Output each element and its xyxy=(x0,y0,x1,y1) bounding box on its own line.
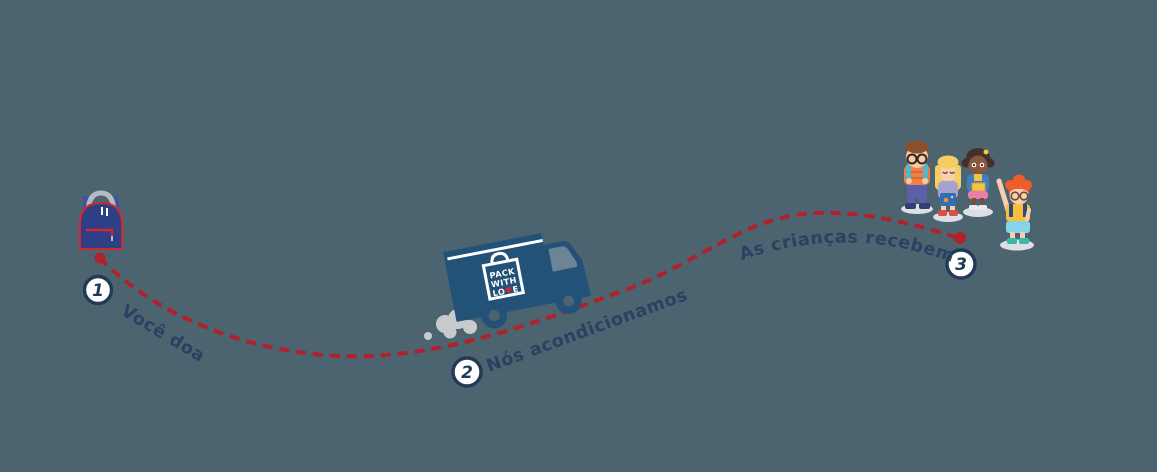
step-1-number: 1 xyxy=(92,281,104,301)
step-1-label: Você doa xyxy=(117,301,208,367)
step-3-badge xyxy=(945,248,977,280)
truck-box-stripe xyxy=(447,238,543,261)
ground-shadow xyxy=(963,207,993,217)
child-boy-waving-icon xyxy=(996,174,1034,251)
children-group xyxy=(901,140,1034,251)
truck-wheel-front-hub xyxy=(563,295,575,307)
backpack-icon xyxy=(79,190,123,250)
path-end-dot xyxy=(954,232,966,244)
backpack-pocket-line xyxy=(86,228,114,236)
donation-journey-path xyxy=(98,210,959,359)
ground-shadow xyxy=(933,212,963,222)
step-3-label: As crianças recebem xyxy=(737,227,957,266)
truck-logo-line1: PACK xyxy=(489,266,516,281)
child-boy-glasses-icon xyxy=(901,140,933,214)
step-3-number: 3 xyxy=(955,255,967,275)
truck-logo-line3: LO♥E xyxy=(492,283,520,298)
child-girl-book-icon xyxy=(961,148,995,217)
step-2-number: 2 xyxy=(461,363,473,383)
step-2-badge xyxy=(451,356,483,388)
bag-logo-icon: PACK WITH LO♥E xyxy=(481,251,526,301)
child-girl-blonde-icon xyxy=(933,155,963,222)
step-1-badge xyxy=(82,274,114,306)
path-start-dot xyxy=(94,252,106,264)
glasses-icon xyxy=(1019,191,1029,201)
bag-body xyxy=(481,257,526,301)
backpack-handle xyxy=(85,190,117,215)
heart-icon: ♥ xyxy=(504,285,514,296)
book-icon xyxy=(971,182,986,192)
raised-arm xyxy=(996,178,1011,213)
bag-handle xyxy=(490,251,510,265)
truck-window xyxy=(548,246,578,272)
glasses-icon xyxy=(1010,191,1020,201)
truck-wheel-rear-hub xyxy=(488,310,500,322)
truck-logo-line2: WITH xyxy=(490,275,518,290)
delivery-truck-icon: PACK WITH LO♥E xyxy=(443,233,592,329)
